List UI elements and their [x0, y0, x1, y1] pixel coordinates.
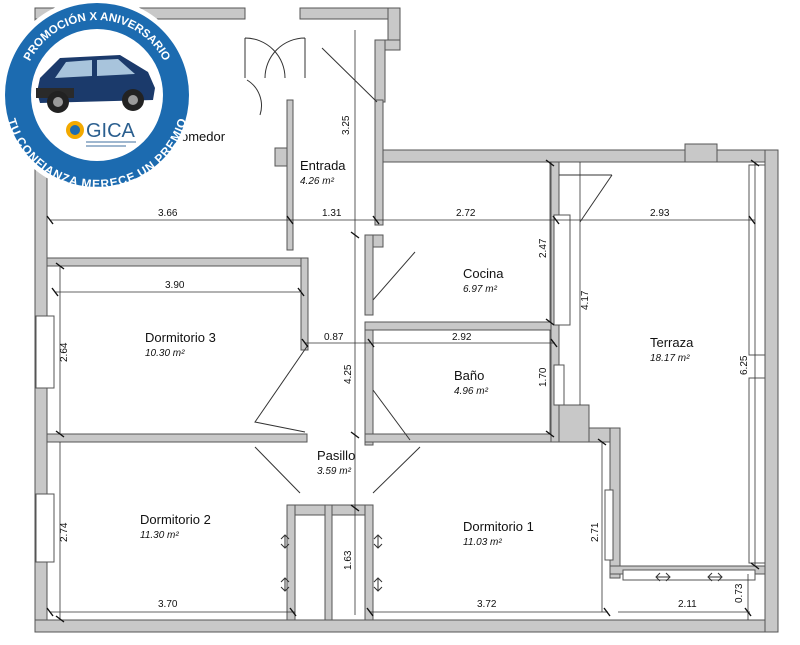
dim-2-64: 2.64 [59, 342, 70, 362]
dim-2-11: 2.11 [678, 599, 697, 610]
doors [244, 37, 613, 494]
dim-1-70: 1.70 [538, 367, 549, 387]
room-bano-name: Baño [454, 368, 484, 383]
dim-3-72: 3.72 [477, 599, 497, 610]
promo-badge: PROMOCIÓN X ANIVERSARIO TU CONFIANZA MER… [0, 0, 194, 192]
room-dormitorio-1-area: 11.03 m² [463, 537, 502, 548]
room-terraza-name: Terraza [650, 335, 694, 350]
car-icon [36, 55, 155, 113]
room-entrada-name: Entrada [300, 158, 346, 173]
room-entrada-area: 4.26 m² [300, 176, 335, 187]
room-terraza-area: 18.17 m² [650, 353, 690, 364]
dim-2-47: 2.47 [538, 238, 549, 258]
room-bano-area: 4.96 m² [454, 386, 489, 397]
room-dormitorio-1-name: Dormitorio 1 [463, 519, 534, 534]
dim-2-71: 2.71 [590, 522, 601, 542]
room-dormitorio-3-name: Dormitorio 3 [145, 330, 216, 345]
room-cocina-name: Cocina [463, 266, 504, 281]
room-pasillo-area: 3.59 m² [317, 466, 352, 477]
room-dormitorio-3-area: 10.30 m² [145, 348, 185, 359]
gica-logo: GICA [66, 120, 136, 147]
dim-2-93: 2.93 [650, 208, 670, 219]
walls [34, 7, 779, 633]
windows [35, 164, 766, 581]
room-comedor-name: omedor [181, 129, 226, 144]
dim-1-63: 1.63 [343, 550, 354, 570]
dim-1-31: 1.31 [322, 208, 342, 219]
dim-2-74: 2.74 [59, 522, 70, 542]
dim-4-25: 4.25 [343, 364, 354, 384]
room-dormitorio-2-area: 11.30 m² [140, 530, 179, 541]
dimension-labels: 3.66 1.31 2.72 2.93 3.25 2.47 4.17 6.25 … [59, 115, 750, 610]
dim-4-17: 4.17 [580, 290, 591, 310]
dim-2-72: 2.72 [456, 208, 476, 219]
room-dormitorio-2-name: Dormitorio 2 [140, 512, 211, 527]
room-labels: omedor Entrada 4.26 m² Cocina 6.97 m² Do… [140, 129, 694, 548]
dim-3-25: 3.25 [341, 115, 352, 135]
dimension-lines [46, 30, 760, 623]
room-pasillo-name: Pasillo [317, 448, 355, 463]
dim-6-25: 6.25 [739, 355, 750, 375]
dim-3-90: 3.90 [165, 280, 185, 291]
dim-0-73: 0.73 [734, 583, 745, 603]
room-cocina-area: 6.97 m² [463, 284, 498, 295]
dim-3-66: 3.66 [158, 208, 178, 219]
dim-3-70: 3.70 [158, 599, 178, 610]
dim-0-87: 0.87 [324, 332, 344, 343]
dim-2-92: 2.92 [452, 332, 472, 343]
logo-text: GICA [86, 120, 136, 142]
